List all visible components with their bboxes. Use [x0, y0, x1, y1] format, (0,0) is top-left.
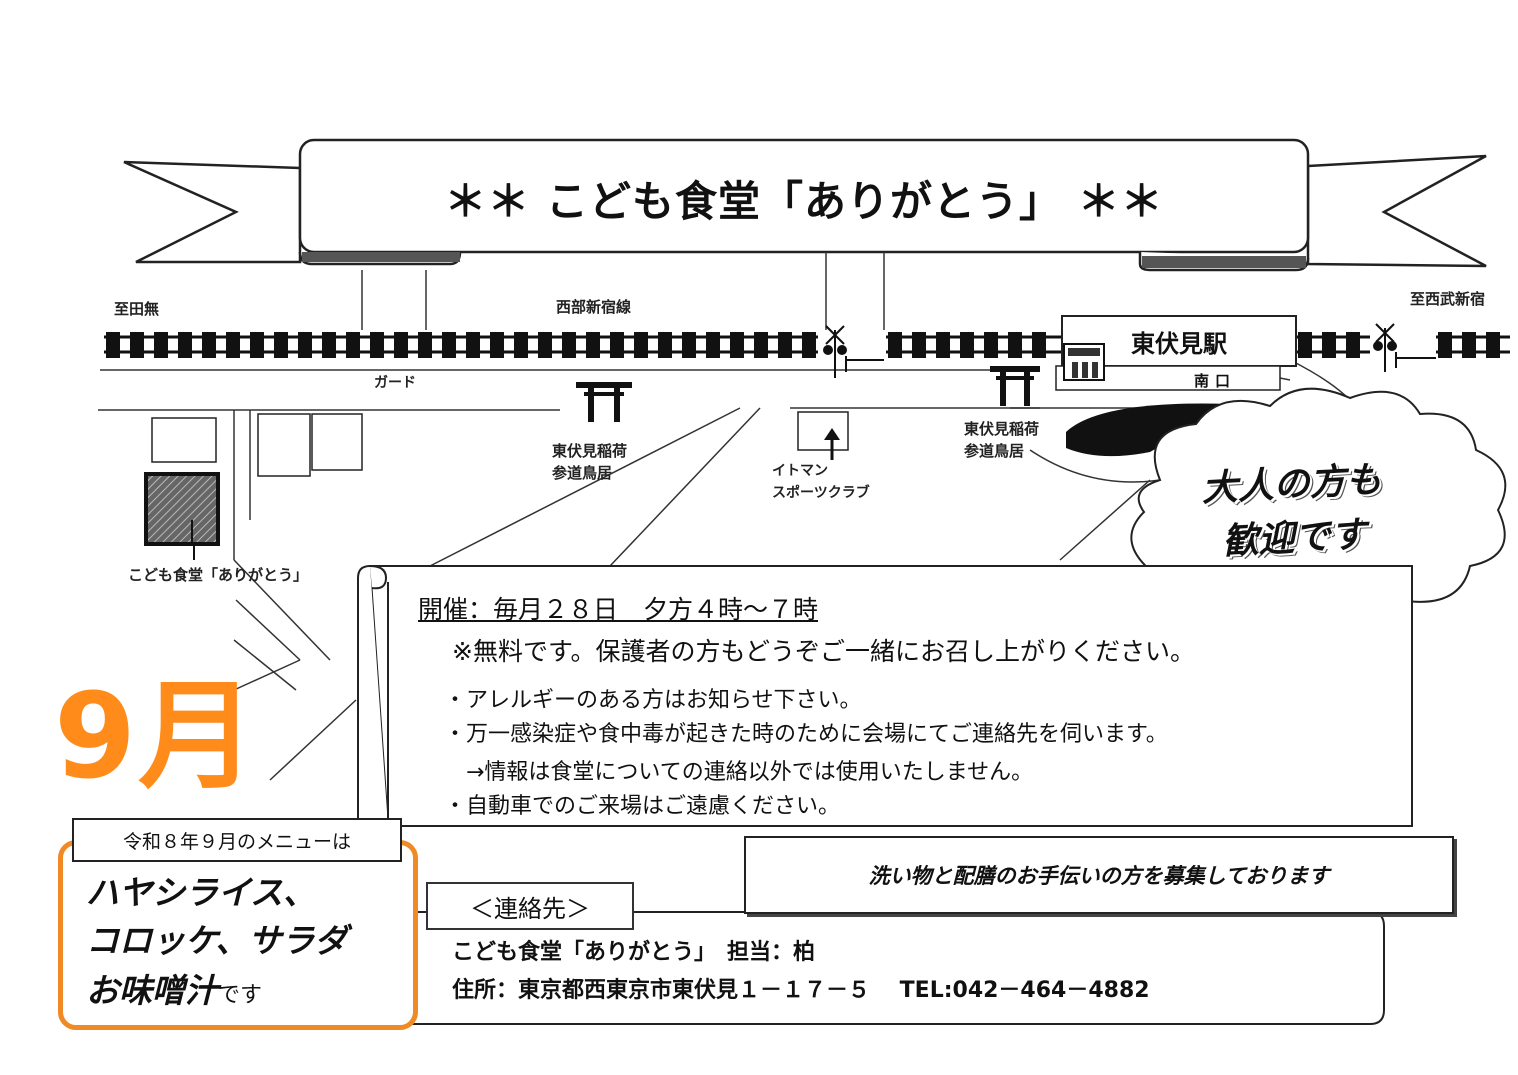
- railway-tie: [1298, 332, 1312, 358]
- railway-tie: [1462, 332, 1476, 358]
- railway-tie: [682, 332, 696, 358]
- railway-crossing-icon: [823, 325, 884, 378]
- railway-tie: [1438, 332, 1452, 358]
- railway-tie: [562, 332, 576, 358]
- railway-tie: [936, 332, 950, 358]
- railway-tie: [298, 332, 312, 358]
- railway-tie: [1322, 332, 1336, 358]
- railway-tie: [466, 332, 480, 358]
- venue-label: こども食堂「ありがとう」: [128, 566, 309, 584]
- railway-tie: [442, 332, 456, 358]
- railway-tie: [610, 332, 624, 358]
- railway-tie: [802, 332, 816, 358]
- south-exit-label: 南口: [1193, 372, 1236, 390]
- buildings: [151, 411, 849, 477]
- station-building: [1055, 315, 1297, 391]
- railway-tie: [130, 332, 144, 358]
- ribbon-shadow-left: [302, 252, 460, 262]
- railway-tie: [250, 332, 264, 358]
- shrine-gate-label-1: 東伏見稲荷参道鳥居: [552, 442, 628, 482]
- venue-building: [144, 472, 220, 560]
- railway-tie: [226, 332, 240, 358]
- railway-tie: [202, 332, 216, 358]
- railway-tie: [394, 332, 408, 358]
- railway-tie: [274, 332, 288, 358]
- railway-tie: [960, 332, 974, 358]
- railway-tie: [538, 332, 552, 358]
- railway-tie: [1008, 332, 1022, 358]
- railway-line-label: 西部新宿線: [556, 298, 632, 316]
- railway-tie: [490, 332, 504, 358]
- railway-tie: [322, 332, 336, 358]
- torii-gate-icon: [990, 366, 1040, 406]
- torii-gate-icon: [576, 382, 632, 422]
- free-notice: ※無料です。保護者の方もどうぞご一緒にお召し上がりください。: [452, 637, 1195, 666]
- contact-heading: ＜連絡先＞: [426, 882, 634, 930]
- railway-tie: [888, 332, 902, 358]
- railway-tie: [1486, 332, 1500, 358]
- railway-crossing-icon: [1373, 323, 1436, 372]
- menu-item: ハヤシライス、: [86, 873, 317, 912]
- ribbon-shadow-right: [1142, 256, 1306, 268]
- direction-label-tanashi: 至田無: [114, 300, 160, 318]
- railway-tie: [706, 332, 720, 358]
- contact-address: 住所：東京都西東京市東伏見１－１７－５ TEL:042－464－4882: [452, 978, 1150, 1003]
- notice-item: →情報は食堂についての連絡以外では使用いたしません。: [444, 760, 1034, 785]
- shrine-gate-label-2: 東伏見稲荷参道鳥居: [964, 420, 1040, 460]
- menu-item-last: お味噌汁です: [86, 971, 263, 1010]
- railway-tie: [730, 332, 744, 358]
- railway-tie: [178, 332, 192, 358]
- railway-tie: [514, 332, 528, 358]
- railway-tie: [1032, 332, 1046, 358]
- sports-club-label: イトマンスポーツクラブ: [772, 463, 870, 501]
- railway-tie: [1346, 332, 1360, 358]
- railway-tie: [370, 332, 384, 358]
- railway-tie: [984, 332, 998, 358]
- info-scroll: [357, 565, 1413, 827]
- help-wanted-banner: 洗い物と配膳のお手伝いの方を募集しております: [744, 836, 1454, 914]
- railway-track: [104, 332, 1510, 358]
- menu-suffix: です: [218, 983, 263, 1008]
- railway-tie: [586, 332, 600, 358]
- railway-tie: [106, 332, 120, 358]
- railway-tie: [658, 332, 672, 358]
- railway-tie: [634, 332, 648, 358]
- station-plaza: [1066, 403, 1230, 457]
- menu-item: コロッケ、サラダ: [86, 921, 348, 960]
- direction-label-seibu-shinjuku: 至西武新宿: [1410, 290, 1486, 308]
- notice-item: ・自動車でのご来場はご遠慮ください。: [444, 794, 841, 819]
- menu-heading: 令和８年９月のメニューは: [72, 818, 402, 862]
- contact-name: こども食堂「ありがとう」 担当：柏: [452, 940, 816, 965]
- notice-item: ・アレルギーのある方はお知らせ下さい。: [444, 688, 862, 713]
- railway-tie: [346, 332, 360, 358]
- railway-tie: [778, 332, 792, 358]
- month-label: 9月: [54, 667, 259, 805]
- welcome-message: 大人の方も 歓迎です: [1200, 459, 1383, 563]
- railway-tie: [754, 332, 768, 358]
- station-name: 東伏見駅: [1131, 330, 1227, 358]
- railway-tie: [912, 332, 926, 358]
- railway-tie: [154, 332, 168, 358]
- guard-label: ガード: [374, 375, 416, 391]
- page-title: ＊＊ こども食堂「ありがとう」 ＊＊: [444, 177, 1164, 226]
- notice-item: ・万一感染症や食中毒が起きた時のために会場にてご連絡先を伺います。: [444, 722, 1168, 747]
- railway-tie: [418, 332, 432, 358]
- schedule-heading: 開催：毎月２８日 夕方４時～７時: [418, 595, 819, 624]
- arrow-up-icon: [824, 428, 840, 460]
